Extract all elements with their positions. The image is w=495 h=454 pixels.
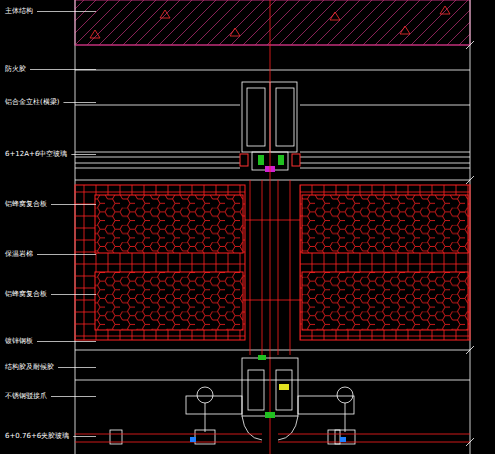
part-label: 6+12A+6中空玻璃 [4,151,68,158]
leader-line [58,367,96,368]
part-label: 铝合金立柱(横梁) [4,99,60,106]
leader-line [71,154,96,155]
part-label: 6+0.76+6夹胶玻璃 [4,433,70,440]
leader-line [51,204,96,205]
leader-line [37,11,96,12]
part-label: 不锈钢驳接爪 [4,393,48,400]
part-label: 铝蜂窝复合板 [4,291,48,298]
leader-line [51,396,96,397]
part-label: 铝蜂窝复合板 [4,201,48,208]
part-label: 镀锌钢板 [4,338,34,345]
part-label: 保温岩棉 [4,251,34,258]
leader-line [37,341,96,342]
part-label: 主体结构 [4,8,34,15]
leader-line [73,436,96,437]
leader-line [37,254,96,255]
part-label: 结构胶及耐候胶 [4,364,55,371]
leader-line [51,294,96,295]
leader-line [30,69,96,70]
part-label: 防火胶 [4,66,27,73]
leader-line [63,102,96,103]
